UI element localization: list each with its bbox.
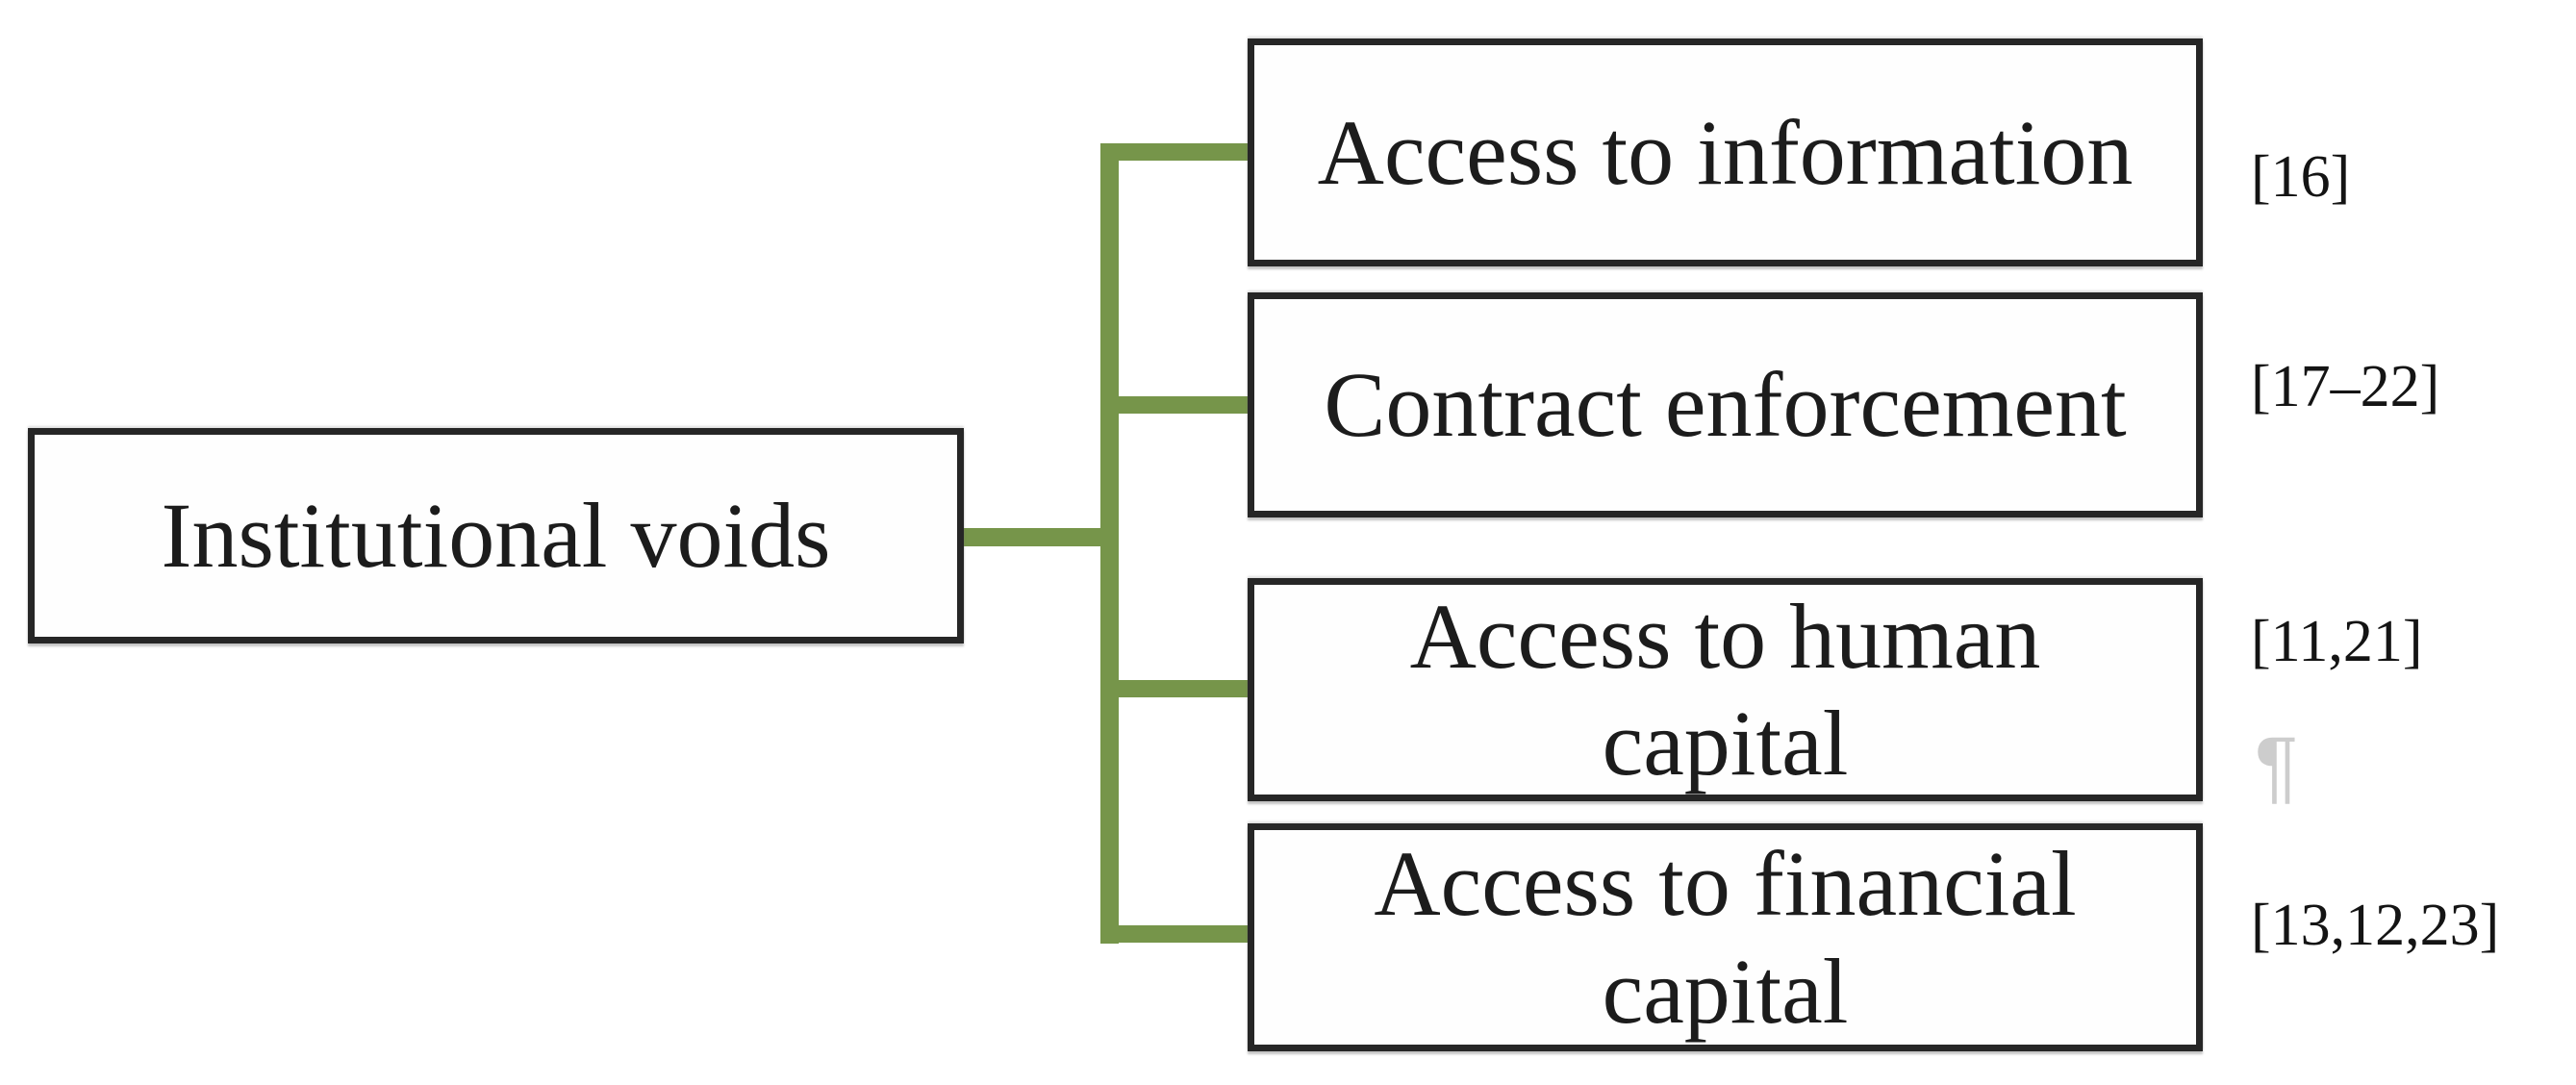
connector-trunk xyxy=(1100,143,1119,944)
citation-access-to-information: [16] xyxy=(2251,144,2351,210)
node-access-to-information: Access to information xyxy=(1248,38,2203,266)
node-institutional-voids: Institutional voids xyxy=(28,428,964,643)
connector-branch-contract xyxy=(1100,396,1250,414)
connector-branch-information xyxy=(1100,143,1250,161)
citation-contract-enforcement: [17–22] xyxy=(2251,354,2440,419)
node-access-to-human-capital: Access to human capital xyxy=(1248,578,2203,801)
citation-access-to-financial-capital: [13,12,23] xyxy=(2251,893,2500,958)
citation-access-to-human-capital: [11,21] xyxy=(2251,609,2423,674)
node-access-to-human-capital-label: Access to human capital xyxy=(1409,584,2041,795)
connector-branch-human-capital xyxy=(1100,680,1250,697)
node-access-to-financial-capital-label: Access to financial capital xyxy=(1374,832,2077,1043)
connector-branch-financial-capital xyxy=(1100,925,1250,943)
node-contract-enforcement-label: Contract enforcement xyxy=(1324,353,2127,457)
connector-root-stem xyxy=(958,528,1118,546)
node-access-to-information-label: Access to information xyxy=(1317,100,2134,204)
node-contract-enforcement: Contract enforcement xyxy=(1248,292,2203,517)
node-access-to-financial-capital: Access to financial capital xyxy=(1248,823,2203,1051)
pilcrow-artifact: ¶ xyxy=(2255,720,2299,811)
node-institutional-voids-label: Institutional voids xyxy=(161,484,831,588)
